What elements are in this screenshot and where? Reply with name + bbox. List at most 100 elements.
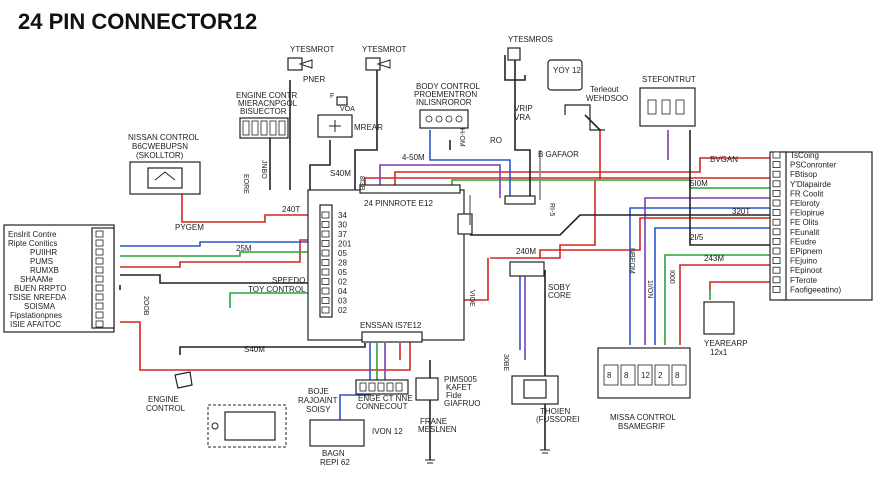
soby-core-line: SOBY — [548, 283, 571, 292]
nissan-control-line: (SKOLLTOR) — [136, 151, 184, 160]
left-connector-line: Fipstationpnes — [10, 311, 62, 320]
wire-label: I000 — [668, 270, 675, 284]
enge-line: CONNECOUT — [356, 402, 408, 411]
pin-terminal — [95, 311, 104, 319]
wire-purple — [379, 164, 501, 198]
wire-label: NBEOM — [628, 248, 635, 274]
body-control-line: PROEMENTRON — [414, 90, 477, 99]
terleout-label: Terleout — [590, 85, 619, 94]
wire-black — [504, 55, 526, 81]
wire-red — [679, 264, 770, 345]
right-connector-line: FEpinoot — [790, 266, 823, 275]
ground-icon — [540, 449, 550, 454]
body-control-line: BODY CONTROL — [416, 82, 480, 91]
pin-terminal — [603, 364, 619, 386]
wire-black — [514, 60, 531, 198]
pin-terminal — [647, 99, 657, 115]
missa-control-line: MISSA CONTROL — [610, 413, 676, 422]
nissan-control-module: NISSAN CONTROL B6CWEBUPSN (SKOLLTOR) — [128, 133, 201, 195]
frane-line: Fide — [446, 391, 462, 400]
pin-terminal — [321, 211, 330, 219]
top-sensor-1: YTESMROT PNER — [287, 45, 335, 84]
engine-control-line: MIERACNPGOL — [238, 99, 298, 108]
wire-blue — [339, 343, 371, 420]
pin-terminal — [772, 285, 781, 293]
main-connector-bottom-pins — [361, 331, 423, 343]
right-connector-line: FEunalit — [790, 228, 820, 237]
yearearp-line: YEAREARP — [704, 339, 748, 348]
pin-terminal — [95, 320, 104, 328]
right-connector-line: FElopirue — [790, 209, 825, 218]
engine-control-bottom-line: ENGINE — [148, 395, 179, 404]
thoien-sensor: THOIEN (FUSSOREI — [511, 375, 580, 424]
boje-line: SOISY — [306, 405, 331, 414]
yearearp-box — [703, 301, 735, 335]
wire-blue — [654, 227, 770, 345]
wire-label: 30BE — [502, 354, 509, 371]
main-connector-top-label: 24 PINNROTE E12 — [364, 199, 433, 208]
wire-label: 8I3B — [358, 176, 365, 191]
pin-terminal — [95, 239, 104, 247]
pin-terminal — [386, 382, 394, 392]
missa-pin-number: 8 — [624, 371, 629, 380]
frane-sensor: PIMS005 KAFET Fide GIAFRUO FRANE MESLNEN — [415, 375, 480, 434]
right-connector-pin-column — [772, 151, 781, 293]
baen-side: IVON 12 — [372, 427, 403, 436]
wire-red — [394, 157, 770, 190]
left-connector-line: RUMXB — [30, 266, 59, 275]
missa-pin-number: 8 — [675, 371, 680, 380]
pin-terminal — [620, 364, 636, 386]
wire-black — [689, 130, 770, 246]
right-connector-line: FEudre — [790, 237, 817, 246]
wire-red — [539, 217, 770, 258]
pin-terminal — [321, 249, 330, 257]
left-connector: Enslrit Contre Ripte Conitics PUIIHR PUM… — [3, 224, 115, 333]
left-connector-line: PUMS — [30, 257, 53, 266]
wire-label: S40M — [244, 345, 265, 354]
main-pin-number: 04 — [338, 287, 347, 296]
frane-box — [415, 377, 439, 401]
wire-label: JNBO — [260, 160, 267, 179]
pin-terminal — [242, 120, 250, 136]
top-sensor-1-label: YTESMROT — [290, 45, 335, 54]
pin-terminal — [321, 268, 330, 276]
body-control-module: BODY CONTROL PROEMENTRON INLISNROROR — [414, 82, 480, 129]
right-connector-line: FBtisop — [790, 170, 818, 179]
missa-control-line: BSAMEGRIF — [618, 422, 665, 431]
right-connector-line: Y'Dlapairde — [790, 180, 832, 189]
main-connector-body — [307, 189, 465, 341]
wire-red — [120, 239, 310, 268]
baen-line: BAGN — [322, 449, 345, 458]
frane-line: KAFET — [446, 383, 472, 392]
engine-control-module: ENGINE CONTR MIERACNPGOL BISUECTOR — [236, 91, 298, 139]
pin-terminal — [425, 115, 433, 123]
pin-terminal — [772, 209, 781, 217]
diagram-title: 24 PIN CONNECTOR12 — [18, 9, 257, 34]
wire-green — [229, 292, 325, 308]
wire-label: SPEEDO — [272, 276, 305, 285]
pin-terminal — [772, 189, 781, 197]
right-connector-line: TsCoing — [790, 151, 819, 160]
wire-red — [490, 180, 596, 259]
left-connector-pin-column — [95, 230, 104, 328]
wire-label: 243M — [704, 254, 724, 263]
wires — [119, 55, 770, 460]
main-pin-number: 30 — [338, 221, 347, 230]
stefontrut-label: STEFONTRUT — [642, 75, 696, 84]
wire-label: 240T — [282, 205, 300, 214]
body-control-pins — [425, 115, 463, 123]
nissan-control-line: NISSAN CONTROL — [128, 133, 200, 142]
mrear-voa-label: VOA — [340, 106, 355, 113]
right-connector-line: FTerote — [790, 276, 818, 285]
right-connector-line: PSConronter — [790, 161, 837, 170]
yoy-label: YOY 12 — [553, 66, 581, 75]
wire-labels: PYGEM 240T 25M SPEEDO TOY CONTROL S40M S… — [142, 104, 750, 371]
body-control-line: INLISNROROR — [416, 98, 472, 107]
pin-terminal — [95, 257, 104, 265]
main-connector-bottom-label: ENSSAN IS7E12 — [360, 321, 422, 330]
pin-terminal — [321, 230, 330, 238]
engine-control-line: ENGINE CONTR — [236, 91, 298, 100]
main-pin-number: 28 — [338, 259, 347, 268]
frane-line: GIAFRUO — [444, 399, 480, 408]
